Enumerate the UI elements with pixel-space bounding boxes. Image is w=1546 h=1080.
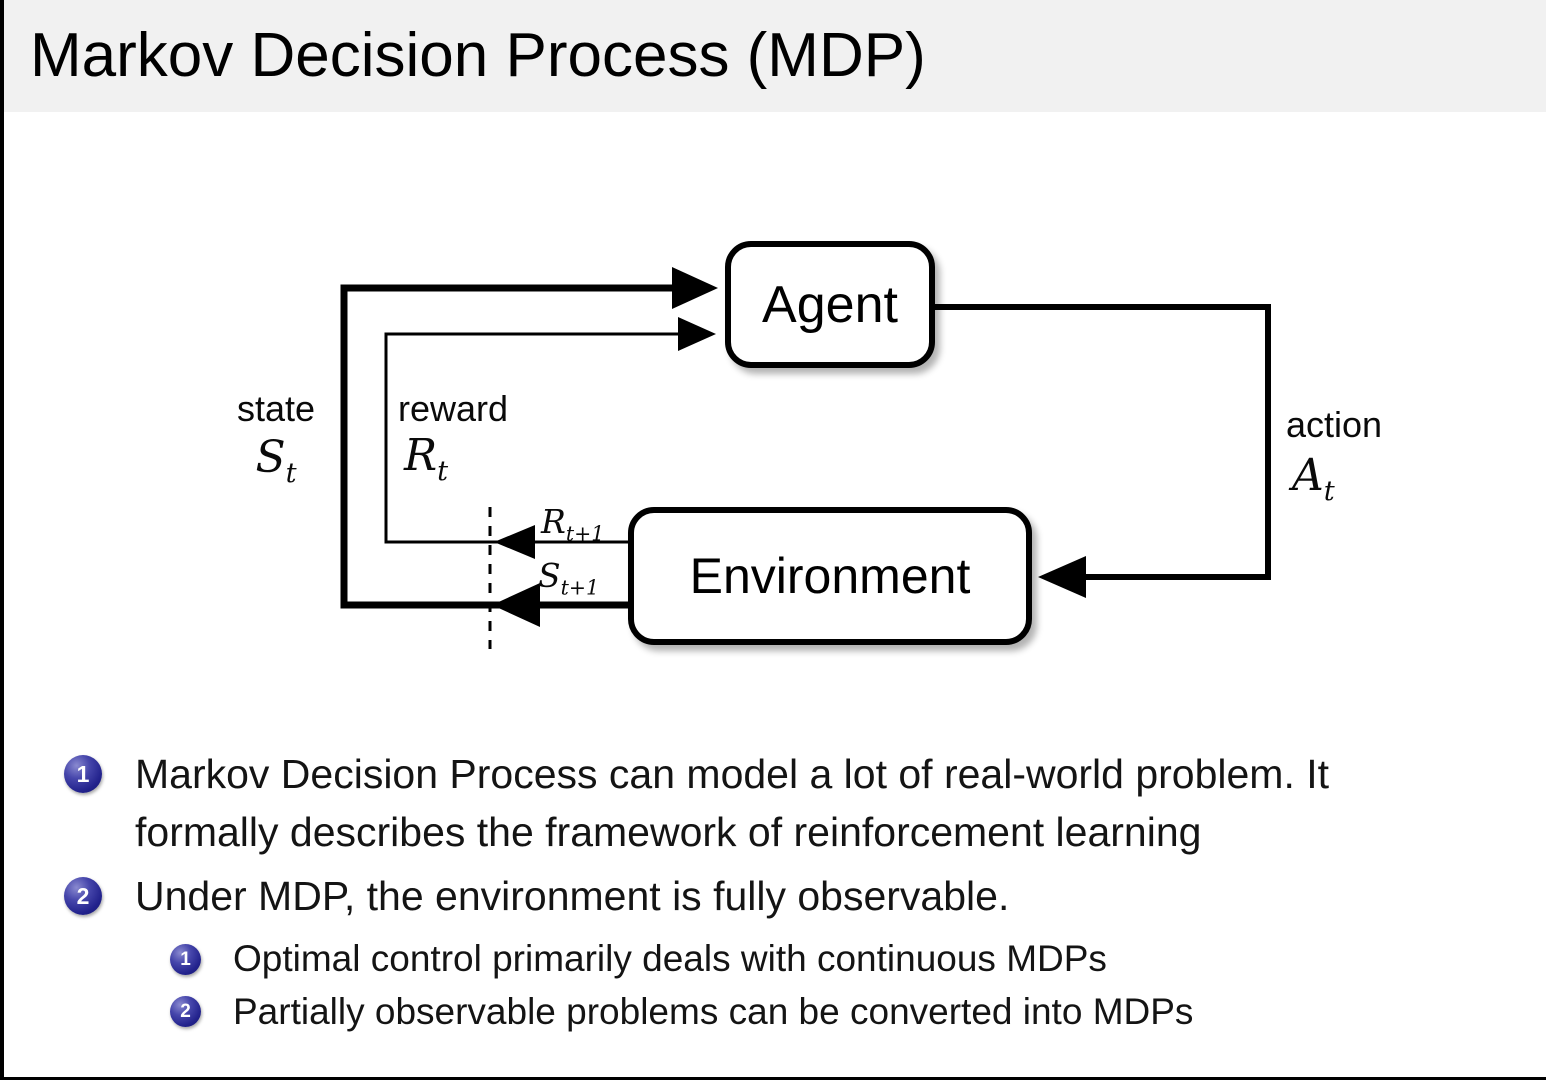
sub-bullet-item-2: Partially observable problems can be con… — [233, 991, 1194, 1032]
environment-label: Environment — [689, 548, 971, 604]
agent-label: Agent — [762, 275, 898, 334]
agent-box: Agent — [725, 241, 935, 368]
state-arrowhead-into-agent-icon — [672, 267, 718, 309]
state-symbol: St — [255, 432, 297, 489]
slide-title-bar: Markov Decision Process (MDP) — [0, 0, 1546, 112]
reward-arrowhead-into-agent-icon — [678, 317, 716, 351]
environment-box: Environment — [628, 507, 1032, 645]
next-state-arrowhead-icon — [492, 583, 540, 627]
diagram-arrows — [340, 267, 1271, 649]
bullet-list: 1 Markov Decision Process can model a lo… — [0, 670, 1546, 1080]
bottom-border — [0, 1077, 1546, 1080]
sub-item-number-badge: 1 — [170, 944, 201, 975]
bullet-item-1: Markov Decision Process can model a lot … — [135, 745, 1329, 861]
next-reward-arrowhead-icon — [494, 525, 535, 559]
bullet-item-1-line-2: formally describes the framework of rein… — [135, 809, 1202, 855]
next-reward-symbol: Rt+1 — [541, 502, 605, 546]
action-symbol: At — [1292, 450, 1335, 507]
reward-symbol: Rt — [404, 430, 449, 487]
slide-title: Markov Decision Process (MDP) — [30, 21, 926, 90]
item-number-badge: 1 — [64, 755, 102, 793]
next-state-symbol: St+1 — [538, 556, 599, 600]
bullet-item-1-line-1: Markov Decision Process can model a lot … — [135, 751, 1330, 797]
state-word-label: state — [236, 388, 316, 429]
action-line — [933, 304, 1271, 580]
item-number-badge: 2 — [64, 877, 102, 915]
reward-word-label: reward — [398, 388, 509, 429]
mdp-diagram: Agent Environment state St reward Rt Rt+… — [0, 112, 1546, 670]
bullet-item-2: Under MDP, the environment is fully obse… — [135, 873, 1010, 919]
action-word-label: action — [1286, 404, 1383, 445]
left-border — [0, 0, 4, 1080]
state-line — [340, 284, 676, 609]
sub-bullet-item-1: Optimal control primarily deals with con… — [233, 938, 1107, 979]
sub-item-number-badge: 2 — [170, 996, 201, 1027]
action-arrowhead-into-environment-icon — [1038, 556, 1086, 598]
